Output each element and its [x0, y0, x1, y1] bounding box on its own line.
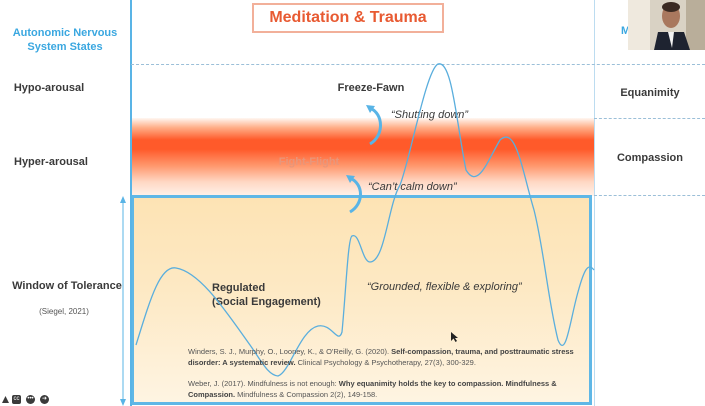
top-dashed-line — [131, 64, 705, 65]
right-header-partial: M — [621, 25, 631, 37]
compassion-label: Compassion — [616, 152, 683, 164]
triangle-icon[interactable] — [1, 395, 10, 404]
next-icon[interactable]: ➜ — [40, 395, 49, 404]
cc-icon[interactable]: cc — [12, 395, 21, 404]
reference-2-authors: Weber, J. (2017). Mindfulness is not eno… — [188, 379, 339, 388]
mid-dashed-line — [594, 118, 705, 119]
cant-calm-down-quote: “Can’t calm down” — [368, 181, 457, 193]
hypo-arousal-label: Hypo-arousal — [13, 82, 85, 94]
reference-1: Winders, S. J., Murphy, O., Looney, K., … — [188, 346, 588, 368]
reference-1-authors: Winders, S. J., Murphy, O., Looney, K., … — [188, 347, 392, 356]
shutting-down-quote: “Shutting down” — [391, 109, 469, 121]
right-divider — [594, 0, 595, 406]
regulated-line-2: (Social Engagement) — [212, 296, 321, 308]
fight-flight-label: Fight-Flight — [278, 156, 340, 168]
grounded-quote: “Grounded, flexible & exploring” — [367, 281, 522, 293]
freeze-fawn-label: Freeze-Fawn — [337, 82, 405, 94]
left-divider — [130, 0, 132, 406]
regulated-label: Regulated (Social Engagement) — [212, 281, 321, 309]
mouse-cursor-icon — [451, 332, 458, 342]
curved-arrow-icon — [366, 105, 382, 146]
left-header: Autonomic Nervous System States — [12, 27, 118, 53]
reference-2-source: Mindfulness & Compassion 2(2), 149-158. — [235, 390, 378, 399]
slide-title: Meditation & Trauma — [252, 3, 444, 33]
lower-dashed-line — [594, 195, 705, 196]
webcam-video[interactable] — [628, 0, 705, 50]
hyper-arousal-zone — [131, 118, 594, 196]
more-icon[interactable]: ••• — [26, 395, 35, 404]
reference-1-source: Clinical Psychology & Psychotherapy, 27(… — [295, 358, 476, 367]
double-arrow-icon — [120, 196, 126, 406]
window-of-tolerance-label: Window of Tolerance — [12, 280, 122, 292]
presenter-avatar — [628, 0, 705, 50]
window-of-tolerance-zone — [131, 195, 592, 405]
reference-2-title: Why equanimity holds the key to compassi… — [188, 379, 557, 399]
equanimity-label: Equanimity — [620, 87, 680, 99]
reference-1-title: Self-compassion, trauma, and posttraumat… — [188, 347, 574, 367]
citation-label: (Siegel, 2021) — [39, 307, 89, 316]
curved-arrow-icon — [346, 175, 362, 214]
regulated-line-1: Regulated — [212, 282, 266, 294]
hyper-arousal-label: Hyper-arousal — [14, 156, 88, 168]
reference-2: Weber, J. (2017). Mindfulness is not eno… — [188, 378, 588, 400]
